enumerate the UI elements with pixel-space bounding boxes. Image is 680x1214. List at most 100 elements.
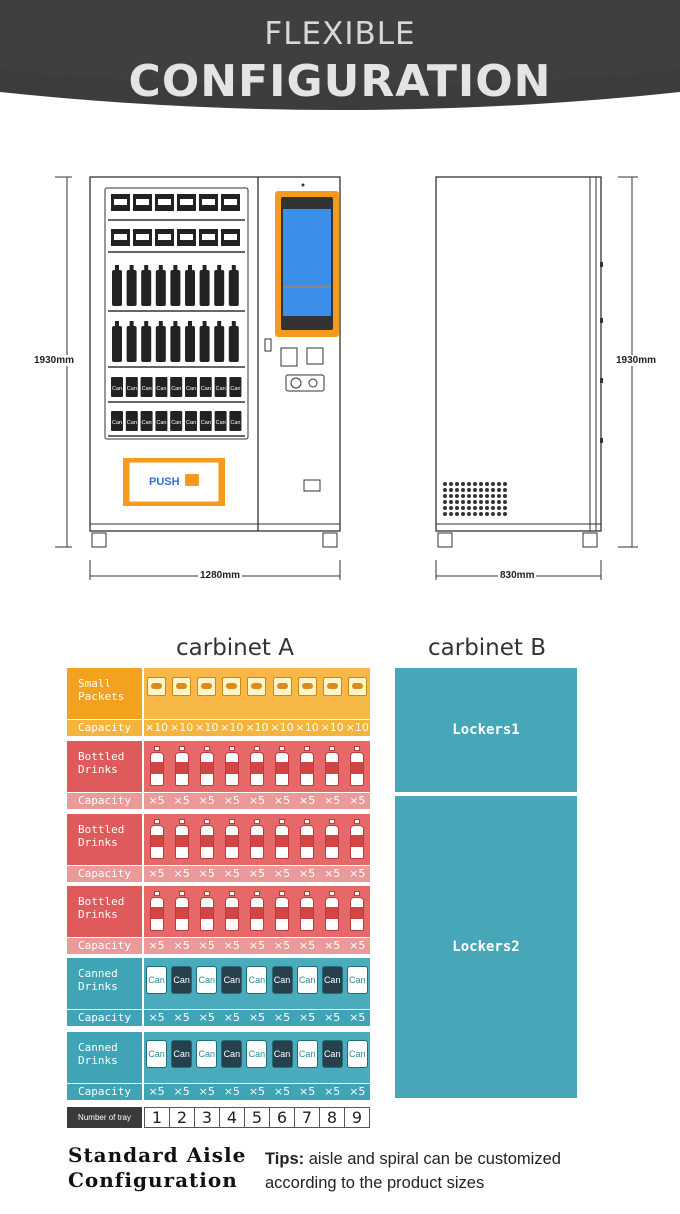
product-slot <box>194 814 219 865</box>
product-slot <box>244 668 269 719</box>
tray-number: 9 <box>344 1108 369 1127</box>
can-icon: Can <box>221 1040 243 1068</box>
banner-shape <box>0 0 680 110</box>
capacity-value: ×5 <box>223 794 240 807</box>
packet-icon <box>147 677 167 696</box>
packet-icon <box>172 677 192 696</box>
can-icon: Can <box>246 1040 268 1068</box>
capacity-value: ×5 <box>148 867 165 880</box>
tray-number: 5 <box>244 1108 269 1127</box>
tray-number-label: Number of tray <box>67 1107 142 1128</box>
card-reader <box>306 347 324 365</box>
can-icon: Can <box>171 966 193 994</box>
row-capacity-values: ×5×5×5×5×5×5×5×5×5 <box>144 793 370 809</box>
product-slot: Can <box>320 958 345 1009</box>
row-capacity-label: Capacity <box>67 938 142 954</box>
height-dimension-side: 1930mm <box>614 355 659 366</box>
tray-number: 7 <box>294 1108 319 1127</box>
bottle-icon <box>299 819 315 859</box>
capacity-value: ×5 <box>148 794 165 807</box>
capacity-value: ×5 <box>198 867 215 880</box>
product-slot: Can <box>269 958 294 1009</box>
row-product-slots <box>144 886 370 937</box>
row-capacity-values: ×5×5×5×5×5×5×5×5×5 <box>144 1010 370 1026</box>
front-can-label: Can <box>201 386 211 392</box>
capacity-value: ×10 <box>245 721 269 734</box>
glass-window <box>104 187 249 440</box>
capacity-value: ×5 <box>198 939 215 952</box>
product-slot <box>219 741 244 792</box>
product-slot <box>269 668 294 719</box>
front-can-label: Can <box>216 386 226 392</box>
locker-1: Lockers1 <box>395 668 577 792</box>
product-slot <box>169 668 194 719</box>
front-can-label: Can <box>171 386 181 392</box>
row-capacity-label: Capacity <box>67 720 142 736</box>
capacity-value: ×5 <box>198 1085 215 1098</box>
capacity-value: ×5 <box>324 867 341 880</box>
capacity-value: ×10 <box>270 721 294 734</box>
capacity-value: ×5 <box>248 1085 266 1098</box>
bottle-icon <box>149 819 165 859</box>
capacity-value: ×10 <box>320 721 344 734</box>
bottle-icon <box>199 891 215 931</box>
capacity-value: ×5 <box>173 1085 190 1098</box>
tips-line-1: aisle and spiral can be customized <box>304 1150 561 1168</box>
can-icon: Can <box>296 966 318 994</box>
bottle-icon <box>274 819 290 859</box>
product-slot: Can <box>144 1032 169 1083</box>
product-slot <box>320 741 345 792</box>
product-slot <box>194 886 219 937</box>
side-vent-grille <box>443 482 507 516</box>
bottle-icon <box>324 746 340 786</box>
capacity-value: ×5 <box>223 867 240 880</box>
capacity-value: ×10 <box>220 721 244 734</box>
product-slot <box>219 886 244 937</box>
front-can-label: Can <box>156 386 166 392</box>
bottle-icon <box>349 746 365 786</box>
standard-aisle-caption: Standard Aisle Configuration <box>68 1143 246 1193</box>
capacity-value: ×5 <box>349 867 366 880</box>
tray-number: 6 <box>269 1108 294 1127</box>
can-icon: Can <box>146 966 168 994</box>
can-icon: Can <box>321 966 343 994</box>
capacity-value: ×5 <box>349 1085 366 1098</box>
tips-text: Tips: aisle and spiral can be customized… <box>265 1147 561 1195</box>
capacity-value: ×5 <box>349 794 366 807</box>
front-can-label: Can <box>201 420 211 426</box>
capacity-value: ×5 <box>324 794 341 807</box>
product-slot <box>169 886 194 937</box>
bottle-icon <box>349 891 365 931</box>
front-can-label: Can <box>127 386 137 392</box>
packet-icon <box>347 677 367 696</box>
row-capacity-label: Capacity <box>67 1084 142 1100</box>
packet-icon <box>197 677 217 696</box>
bottle-icon <box>224 746 240 786</box>
front-can-label: Can <box>142 386 152 392</box>
can-icon: Can <box>196 966 218 994</box>
product-slot: Can <box>345 1032 370 1083</box>
capacity-value: ×5 <box>273 939 291 952</box>
height-dimension-front: 1930mm <box>32 355 77 366</box>
row-category-label: Canned Drinks <box>67 958 142 1009</box>
capacity-value: ×5 <box>223 939 240 952</box>
bottle-icon <box>224 891 240 931</box>
capacity-value: ×10 <box>144 721 169 734</box>
row-capacity-values: ×5×5×5×5×5×5×5×5×5 <box>144 1084 370 1100</box>
packet-icon <box>222 677 242 696</box>
front-can-label: Can <box>156 420 166 426</box>
width-dimension-front: 1280mm <box>198 570 243 581</box>
packet-icon <box>322 677 342 696</box>
width-dimension-side: 830mm <box>498 570 537 581</box>
front-can-label: Can <box>186 420 196 426</box>
row-category-label: Bottled Drinks <box>67 886 142 937</box>
bottle-icon <box>249 746 265 786</box>
row-product-slots <box>144 668 370 719</box>
front-can-label: Can <box>142 420 152 426</box>
